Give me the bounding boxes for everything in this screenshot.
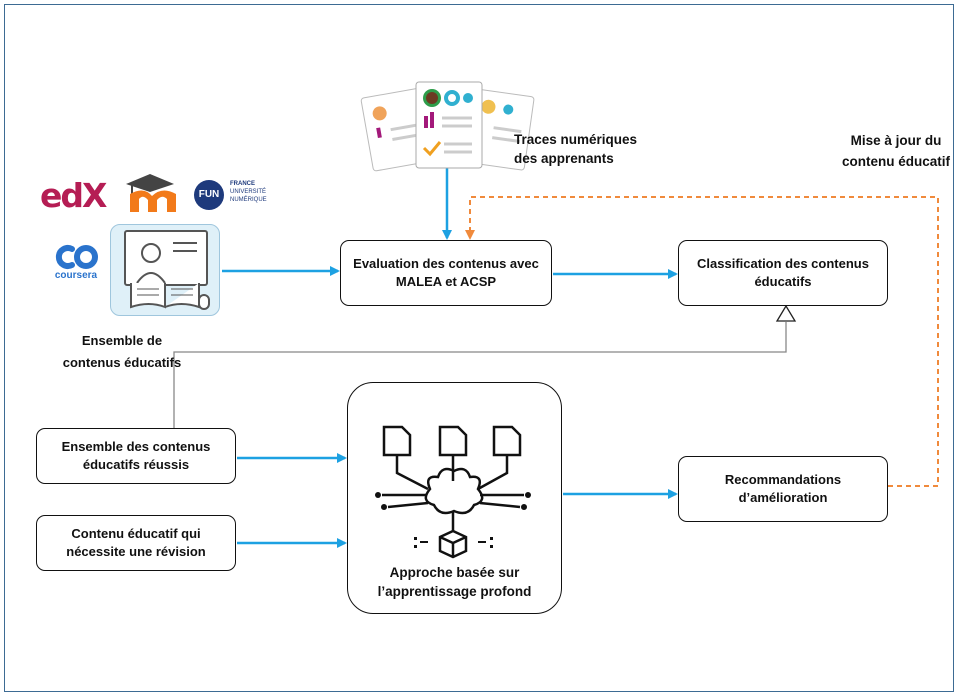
content-icon-tile xyxy=(110,224,220,316)
inheritance-triangle xyxy=(775,304,797,322)
learner-traces-icon xyxy=(360,81,535,172)
recommendations-box: Recommandations d’amélioration xyxy=(678,456,888,522)
moodle-logo xyxy=(126,174,176,212)
dashed-update-loop xyxy=(465,196,939,487)
edx-logo: edX xyxy=(40,176,107,215)
neural-network-icon xyxy=(375,425,531,559)
link-successful-to-classification xyxy=(173,322,787,428)
traces-label: Traces numériques des apprenants xyxy=(514,132,638,166)
successful-contents-box: Ensemble des contenus éducatifs réussis xyxy=(36,428,236,484)
evaluation-box: Evaluation des contenus avec MALEA et AC… xyxy=(340,240,552,306)
update-label: Mise à jour du contenu éducatif xyxy=(841,133,950,169)
deep-learning-box: Approche basée sur l’apprentissage profo… xyxy=(347,382,562,614)
coursera-wordmark: coursera xyxy=(54,270,98,281)
fun-logo: FUN FRANCE UNIVERSITÉ NUMÉRIQUE xyxy=(194,178,274,214)
deep-learning-label: Approche basée sur l’apprentissage profo… xyxy=(377,565,532,599)
content-set-label: Ensemble de contenus éducatifs xyxy=(62,333,182,370)
classification-box: Classification des contenus éducatifs xyxy=(678,240,888,306)
revision-contents-box: Contenu éducatif qui nécessite une révis… xyxy=(36,515,236,571)
coursera-symbol xyxy=(55,245,98,269)
elearning-book-icon xyxy=(124,230,210,310)
diagram-frame xyxy=(4,4,954,692)
